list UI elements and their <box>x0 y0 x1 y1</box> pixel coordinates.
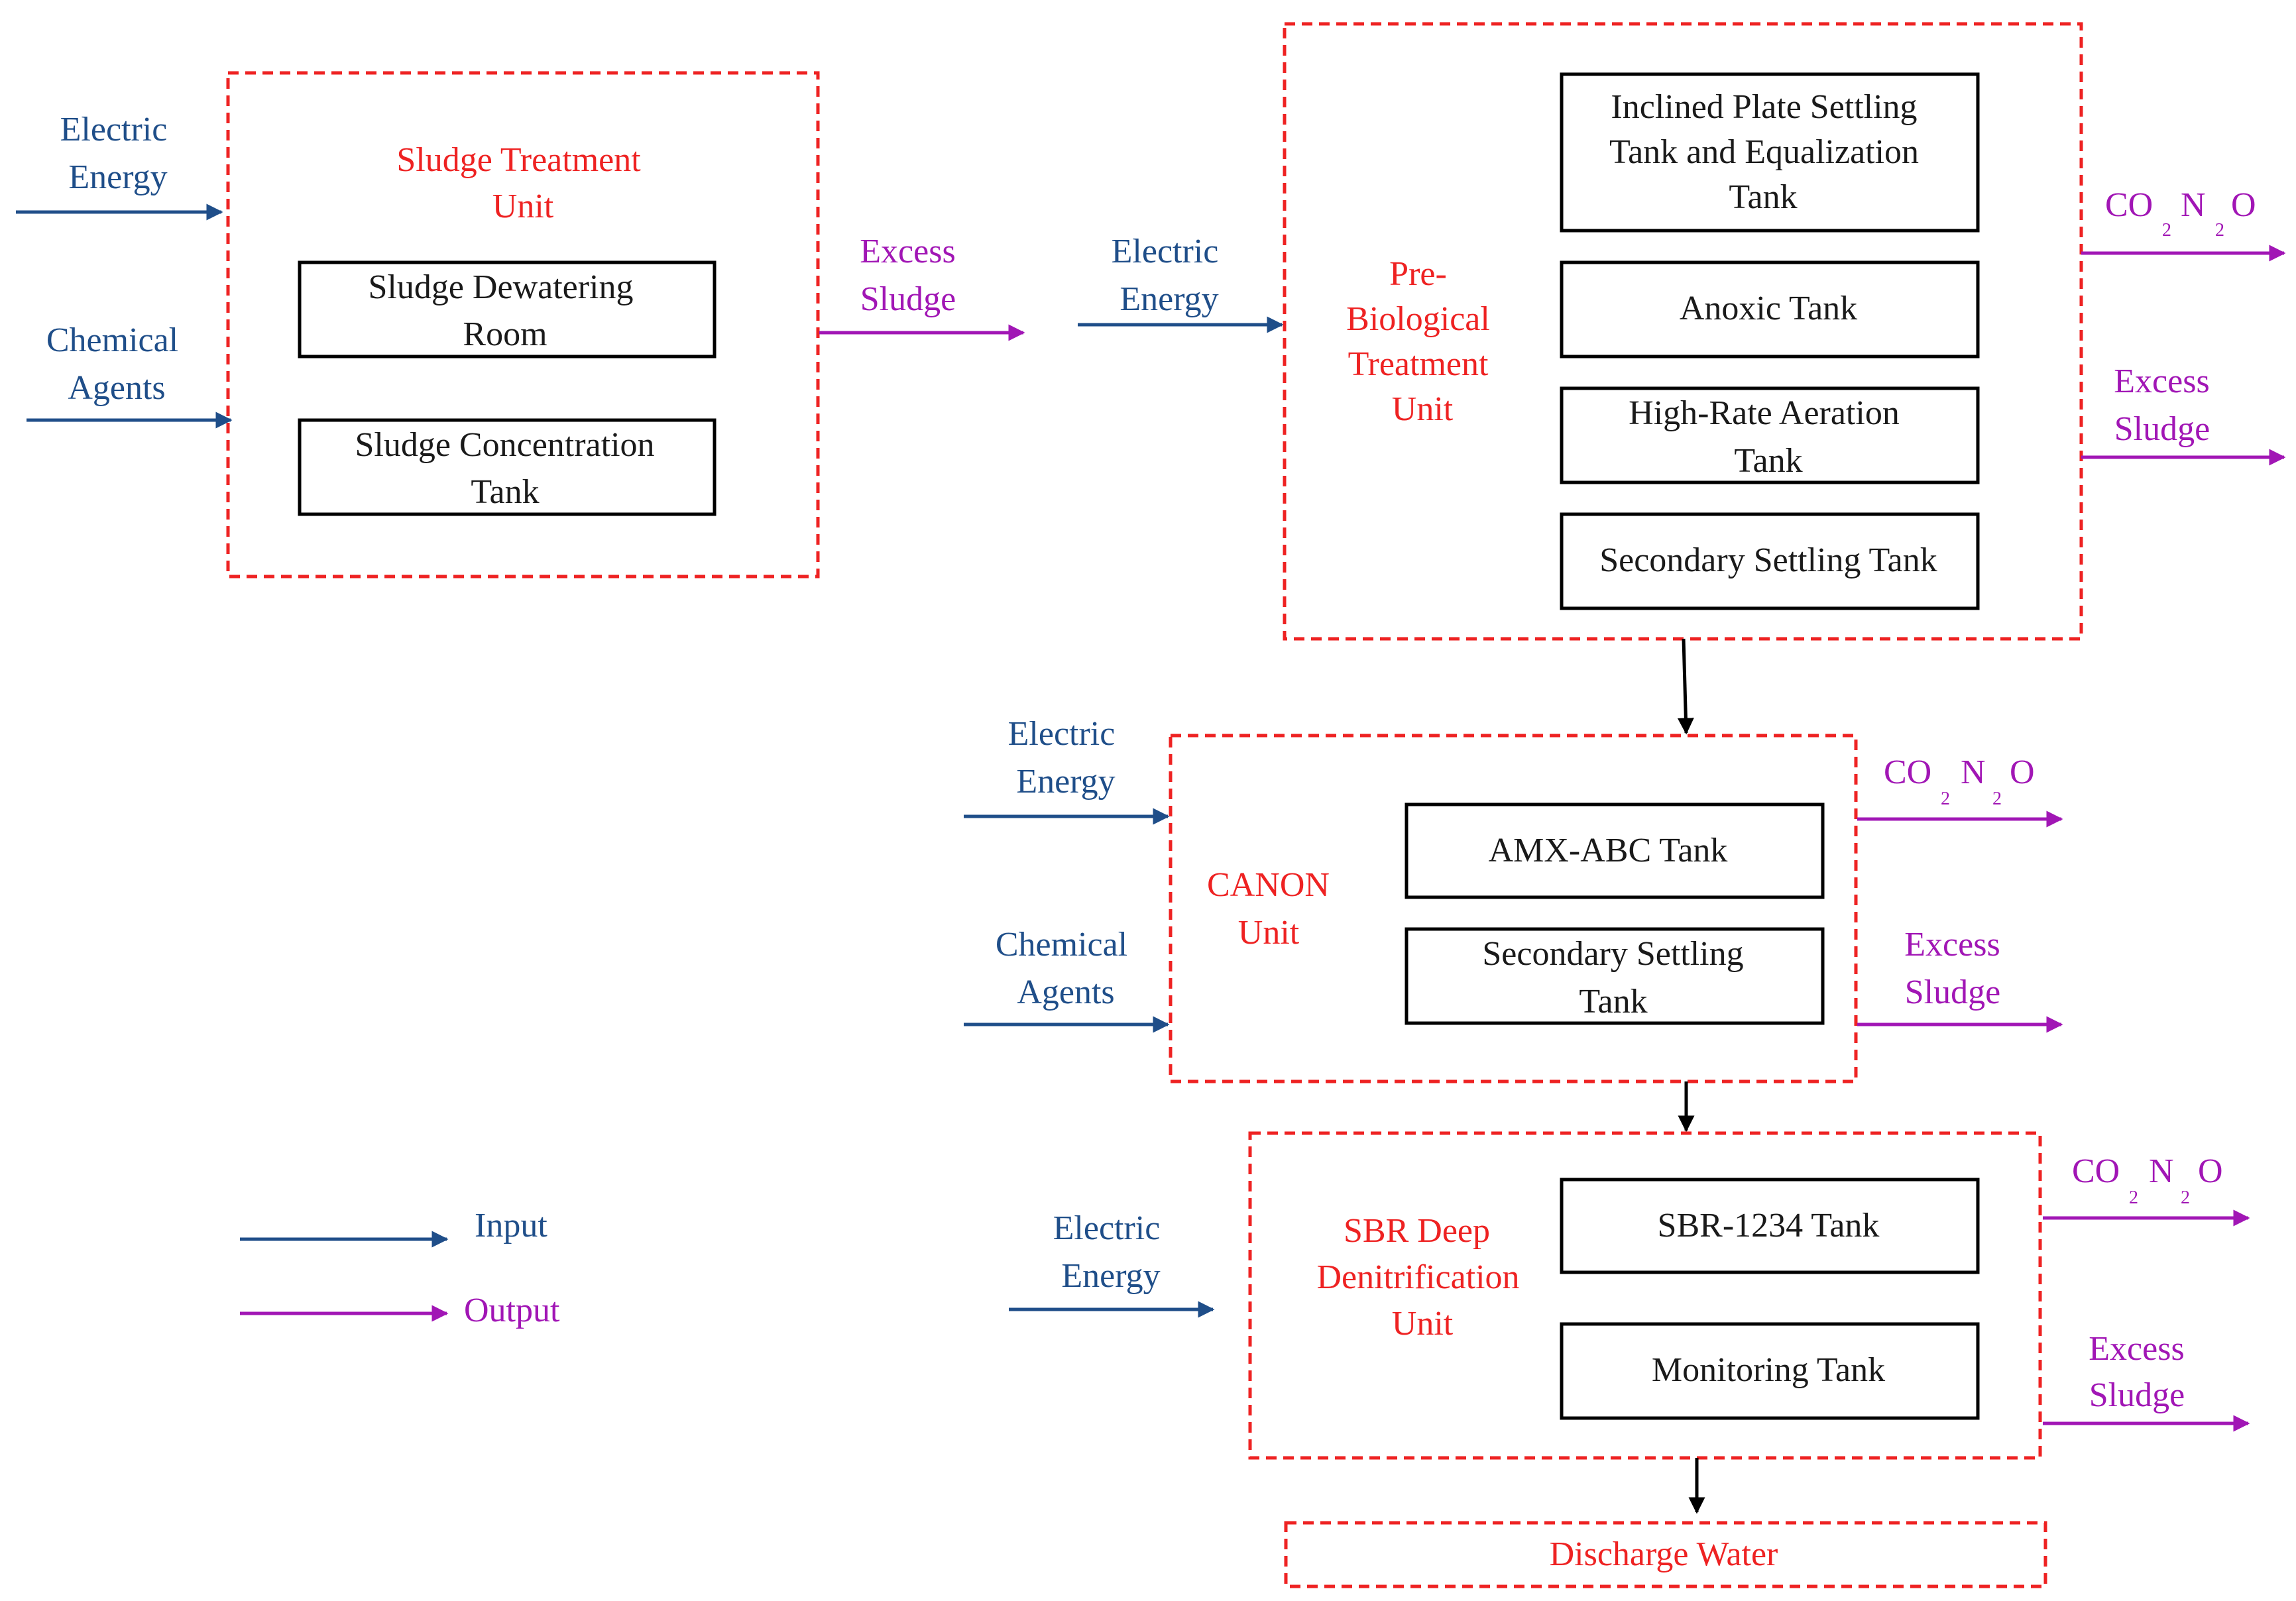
discharge-water-border <box>1284 1521 2047 1588</box>
pre-biological-unit-border <box>1283 22 2083 641</box>
svg-text:Secondary Settling Tan: Secondary Settling Tank <box>1482 935 1752 1021</box>
discharge-water-label: Discharge Water <box>1550 1535 1778 1573</box>
svg-text:Secondary Settling Tank: Secondary Settling Tank <box>1599 541 1937 579</box>
svg-text:Chemical Agents: Chemical Agents <box>46 321 187 407</box>
canon-unit-border <box>1169 734 1858 1083</box>
svg-text:Electric Energy: Electric Energy <box>60 111 176 196</box>
pre-bio-emissions-output: CO 2 N 2 O <box>2081 186 2286 262</box>
canon-chemical-agents-input: Chemical Agents <box>964 926 1170 1033</box>
sludge-treatment-unit-border <box>226 71 820 579</box>
pre-bio-secondary-settling-tank-box: Secondary Settling Tank <box>1560 512 1980 610</box>
canon-emissions-label: CO 2 N 2 O <box>1884 753 2035 812</box>
svg-text:High-Rate Aeration Tan: High-Rate Aeration Tank <box>1629 394 1908 480</box>
canon-secondary-settling-tank-box: Secondary Settling Tank <box>1405 927 1825 1025</box>
legend: Input Output <box>240 1207 560 1329</box>
sbr-1234-tank-box: SBR-1234 Tank <box>1560 1178 1980 1274</box>
canon-emissions-output: CO 2 N 2 O <box>1857 753 2063 828</box>
sbr-unit-border <box>1248 1131 2042 1460</box>
sludge-treatment-unit: Sludge Treatment Unit Sludge Dewatering … <box>226 71 820 579</box>
svg-text:SBR-1234 Tank: SBR-1234 Tank <box>1658 1207 1880 1244</box>
sbr-emissions-output: CO 2 N 2 O <box>2043 1152 2250 1227</box>
inclined-plate-settling-tank-box: Inclined Plate Settling Tank and Equaliz… <box>1560 72 1980 233</box>
svg-text:Excess Sludge: Excess Sludge <box>2114 362 2218 448</box>
svg-text:Excess Sludge: Excess Sludge <box>2089 1330 2193 1414</box>
sludge-unit-excess-sludge-output: Excess Sludge <box>819 233 1025 341</box>
svg-text:Monitoring Tank: Monitoring Tank <box>1652 1351 1885 1389</box>
canon-excess-sludge-output: Excess Sludge <box>1857 926 2063 1033</box>
sludge-treatment-unit-title: Sludge Treatment Unit <box>396 141 649 225</box>
svg-text:Anoxic Tank: Anoxic Tank <box>1680 290 1857 327</box>
svg-text:Electric Energy: Electric Energy <box>1112 233 1228 318</box>
legend-output: Output <box>240 1292 560 1329</box>
sludge-unit-chemical-agents-input: Chemical Agents <box>27 321 233 429</box>
sbr-electric-energy-input: Electric Energy <box>1009 1209 1215 1318</box>
sbr-excess-sludge-output: Excess Sludge <box>2043 1330 2250 1432</box>
svg-text:Electric Energy: Electric Energy <box>1008 715 1124 800</box>
sludge-concentration-tank-box: Sludge Concentration Tank <box>298 418 717 516</box>
sbr-unit-title: SBR Deep Denitrification Unit <box>1316 1212 1528 1343</box>
pre-bio-excess-sludge-output: Excess Sludge <box>2081 362 2286 466</box>
pre-bio-emissions-label: CO 2 N 2 O <box>2105 186 2256 244</box>
legend-input: Input <box>240 1207 547 1248</box>
anoxic-tank-box: Anoxic Tank <box>1560 260 1980 359</box>
legend-output-label: Output <box>464 1292 560 1329</box>
canon-unit-title: CANON Unit <box>1207 866 1338 952</box>
sbr-deep-denitrification-unit: SBR Deep Denitrification Unit SBR-1234 T… <box>1248 1131 2042 1460</box>
sludge-dewatering-room-box: Sludge Dewatering Room <box>298 260 717 359</box>
high-rate-aeration-tank-box: High-Rate Aeration Tank <box>1560 386 1980 484</box>
svg-text:Excess Sludge: Excess Sludge <box>860 233 964 318</box>
svg-text:Sludge Concentration T: Sludge Concentration Tank <box>355 426 663 511</box>
amx-abc-tank-box: AMX-ABC Tank <box>1405 802 1825 899</box>
svg-text:Sludge Dewatering Room: Sludge Dewatering Room <box>368 268 642 353</box>
svg-text:Excess Sludge: Excess Sludge <box>1904 926 2008 1011</box>
svg-text:Electric Energy: Electric Energy <box>1053 1209 1169 1295</box>
sbr-emissions-label: CO 2 N 2 O <box>2072 1152 2223 1211</box>
pre-biological-unit-title: Pre- Biological Treatment Unit <box>1346 255 1499 428</box>
sludge-unit-electric-energy-input: Electric Energy <box>16 111 223 221</box>
svg-text:Inclined Plate Settling: Inclined Plate Settling Tank and Equaliz… <box>1609 88 1927 216</box>
canon-unit: CANON Unit AMX-ABC Tank Secondary Settli… <box>1169 734 1858 1083</box>
monitoring-tank-box: Monitoring Tank <box>1560 1322 1980 1420</box>
pre-biological-treatment-unit: Pre- Biological Treatment Unit Inclined … <box>1283 22 2083 641</box>
svg-text:Chemical Agents: Chemical Agents <box>996 926 1136 1011</box>
flow-arrow-pre-bio-to-canon <box>1677 638 1694 735</box>
svg-text:AMX-ABC Tank: AMX-ABC Tank <box>1489 832 1728 869</box>
pre-bio-electric-energy-input: Electric Energy <box>1078 233 1284 333</box>
canon-electric-energy-input: Electric Energy <box>964 715 1170 825</box>
discharge-water-unit: Discharge Water <box>1284 1521 2047 1588</box>
legend-input-label: Input <box>475 1207 547 1244</box>
